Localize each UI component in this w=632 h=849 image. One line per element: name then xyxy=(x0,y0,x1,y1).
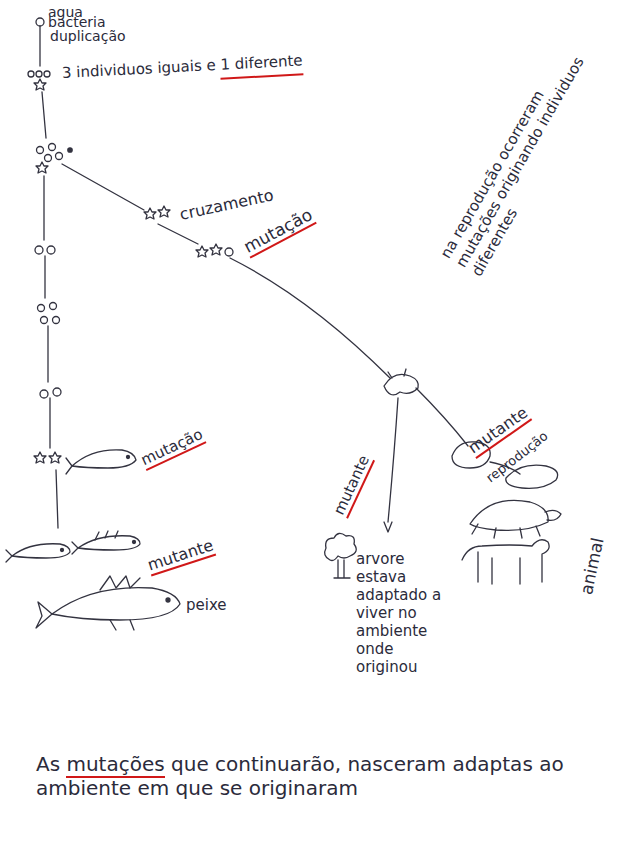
text-holder: mutação xyxy=(240,204,315,257)
text-holder: peixe xyxy=(186,596,227,614)
handwritten-text: mutação xyxy=(240,204,315,257)
handwritten-text: mutante xyxy=(145,535,216,574)
handwritten-text: arvore estava adaptado a viver no ambien… xyxy=(356,550,448,676)
text-holder: na reprodução ocorreram mutações origina… xyxy=(437,45,604,280)
text-holder: 3 individuos iguais e 1 diferente xyxy=(62,51,303,82)
handwritten-text: peixe xyxy=(186,596,227,614)
text-holder: mutação xyxy=(138,425,205,469)
handwritten-text: As mutações que continuarão, nasceram ad… xyxy=(36,752,596,800)
text-holder: mutante xyxy=(145,535,216,574)
text-holder: duplicação xyxy=(50,28,126,45)
handwritten-text: cruzamento xyxy=(178,185,275,224)
handwritten-text: na reprodução ocorreram mutações origina… xyxy=(437,45,604,280)
text-holder: mutante xyxy=(330,452,373,517)
handwritten-text: duplicação xyxy=(50,28,126,45)
text-holder: As mutações que continuarão, nasceram ad… xyxy=(36,752,596,800)
text-holder: cruzamento xyxy=(178,185,275,224)
text-holder: arvore estava adaptado a viver no ambien… xyxy=(356,550,448,676)
text-holder: animal xyxy=(576,536,608,597)
handwritten-text: animal xyxy=(576,536,608,597)
red-underline xyxy=(221,74,304,80)
